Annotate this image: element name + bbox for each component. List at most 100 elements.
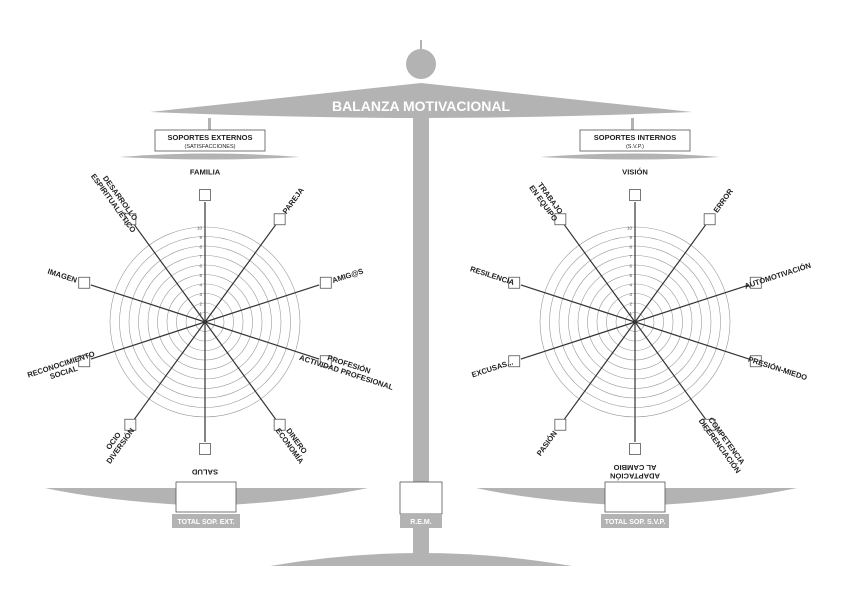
total-external-box[interactable] [175, 481, 237, 513]
title: BALANZA MOTIVACIONAL [332, 98, 511, 114]
external-score-box[interactable] [319, 355, 332, 368]
external-spoke [90, 321, 206, 360]
external-score-box[interactable] [78, 276, 91, 289]
internal-axis-label-line: ERROR [712, 187, 736, 215]
internal-axis-label: PASIÓN [535, 429, 559, 457]
external-header-subtitle: (SATISFACCIONES) [185, 144, 236, 150]
external-score-box[interactable] [273, 213, 286, 226]
internal-scale-tick: 2 [629, 302, 632, 307]
external-radar: 10987654321FAMILIAPAREJAAMIG@SPROFESIÓNA… [26, 168, 395, 477]
internal-score-box[interactable] [508, 276, 521, 289]
internal-scale-tick: 3 [629, 292, 632, 297]
external-axis-label-line: IMAGEN [46, 267, 78, 285]
internal-spoke [520, 284, 636, 323]
internal-spoke [563, 224, 636, 323]
internal-axis-label: RESILENCIA [469, 264, 516, 287]
internal-axis-label: AUTOMOTIVACIÓN [743, 261, 812, 291]
external-spoke [133, 321, 206, 420]
base [270, 553, 572, 566]
external-scale-tick: 3 [199, 292, 202, 297]
internal-score-box[interactable] [749, 355, 762, 368]
rem-plate [400, 514, 442, 528]
internal-axis-label-line: VISIÓN [622, 168, 648, 177]
external-axis-label: AMIG@S [331, 266, 364, 285]
external-axis-label-line: FAMILIA [190, 168, 221, 177]
external-spoke [90, 284, 206, 323]
internal-scale-tick: 9 [629, 235, 632, 240]
balance-beam [150, 83, 692, 118]
internal-axis-label: VISIÓN [622, 168, 648, 177]
external-header-box [154, 129, 266, 152]
external-scale-tick: 2 [199, 302, 202, 307]
internal-scale-tick: 7 [629, 254, 632, 259]
external-spoke [204, 321, 320, 360]
external-header-plate [120, 153, 300, 160]
external-score-box[interactable] [273, 418, 286, 431]
internal-score-box[interactable] [629, 189, 641, 201]
internal-axis-label: EXCUSAS... [471, 358, 515, 380]
external-scale-tick: 10 [197, 226, 203, 231]
internal-axis-label-line: RESILENCIA [469, 264, 516, 287]
external-score-box[interactable] [124, 213, 137, 226]
internal-header-title: SOPORTES INTERNOS [594, 133, 677, 142]
center-column [413, 118, 429, 558]
external-score-box[interactable] [199, 189, 211, 201]
internal-axis-label-line: PASIÓN [535, 429, 559, 457]
external-axis-label: FAMILIA [190, 168, 221, 177]
external-axis-label: IMAGEN [46, 267, 78, 285]
internal-scale-tick: 6 [629, 264, 632, 269]
internal-score-box[interactable] [703, 418, 716, 431]
internal-spoke [563, 321, 636, 420]
internal-header-box [579, 129, 691, 152]
internal-axis-label-line: ADAPTACIÓN [610, 472, 660, 481]
internal-header: SOPORTES INTERNOS (S.V.P.) [540, 129, 720, 160]
rem-box[interactable] [399, 481, 443, 515]
total-internal-box[interactable] [604, 481, 666, 513]
internal-spoke [634, 284, 750, 323]
external-spoke [204, 284, 320, 323]
internal-scale-tick: 8 [629, 245, 632, 250]
internal-scale-tick: 4 [629, 283, 632, 288]
total-internal-plate [601, 514, 669, 528]
external-scale-tick: 8 [199, 245, 202, 250]
external-axis-label: PAREJA [281, 185, 306, 215]
external-spoke [204, 321, 277, 420]
external-scale-tick: 6 [199, 264, 202, 269]
external-scale-tick: 1 [199, 311, 202, 316]
external-score-box[interactable] [124, 418, 137, 431]
external-scale-tick: 4 [199, 283, 202, 288]
external-score-box[interactable] [199, 443, 211, 455]
internal-score-box[interactable] [629, 443, 641, 455]
right-hanger [631, 118, 634, 130]
total-external-label: TOTAL SOP. EXT. [177, 519, 234, 526]
external-spoke [133, 224, 206, 323]
external-header: SOPORTES EXTERNOS (SATISFACCIONES) [120, 129, 300, 160]
knob [406, 49, 436, 79]
external-header-title: SOPORTES EXTERNOS [167, 133, 252, 142]
internal-axis-label-line: AL CAMBIO [613, 463, 656, 472]
internal-score-box[interactable] [703, 213, 716, 226]
external-axis-label-line: SALUD [191, 467, 218, 476]
internal-axis-label: PRESIÓN-MIEDO [747, 355, 808, 383]
external-score-box[interactable] [319, 276, 332, 289]
internal-axis-label-line: EXCUSAS... [471, 358, 515, 380]
internal-spoke [634, 321, 750, 360]
external-score-box[interactable] [78, 355, 91, 368]
internal-radar: 10987654321VISIÓNERRORAUTOMOTIVACIÓNPRES… [469, 168, 812, 481]
internal-scale-tick: 1 [629, 311, 632, 316]
internal-spoke [520, 321, 636, 360]
internal-axis-label: ERROR [712, 187, 736, 215]
internal-score-box[interactable] [749, 276, 762, 289]
internal-axis-label-line: PRESIÓN-MIEDO [747, 355, 808, 383]
internal-score-box[interactable] [554, 418, 567, 431]
internal-score-box[interactable] [508, 355, 521, 368]
external-axis-label: SALUD [191, 467, 218, 476]
internal-score-box[interactable] [554, 213, 567, 226]
internal-header-subtitle: (S.V.P.) [626, 144, 644, 150]
